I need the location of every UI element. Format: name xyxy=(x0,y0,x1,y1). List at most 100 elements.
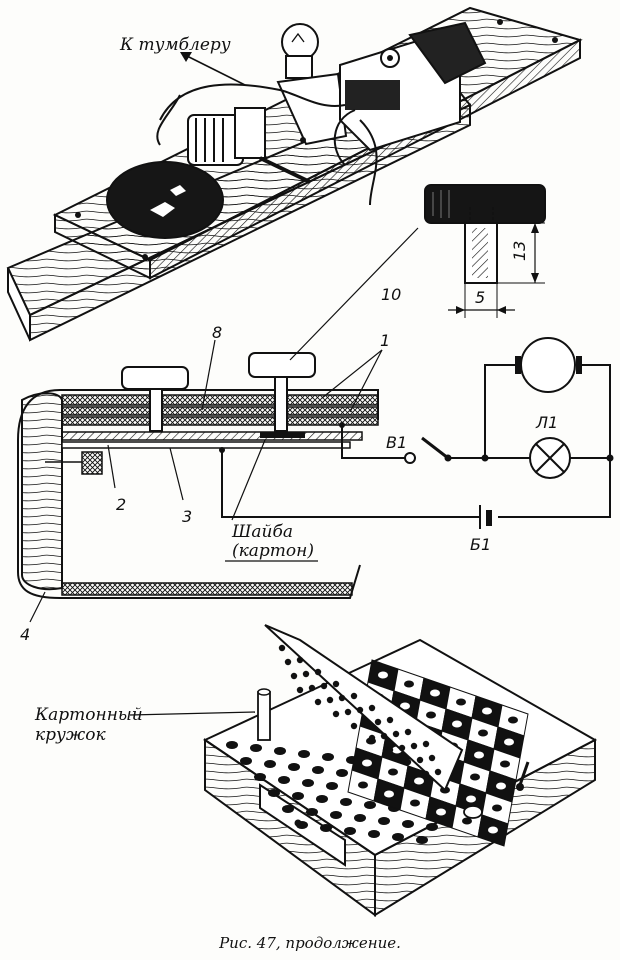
lid-hole xyxy=(278,644,286,652)
grid-hole xyxy=(368,830,380,838)
lid-hole xyxy=(416,756,424,764)
grid-hole xyxy=(316,795,328,803)
grid-hole xyxy=(240,757,252,765)
section-knob-left xyxy=(121,366,189,432)
grid-hole xyxy=(312,766,324,774)
lid-hole xyxy=(368,734,376,742)
lid-hole xyxy=(350,692,358,700)
switch-direction-label: К тумблеру xyxy=(119,35,231,55)
knob-cap xyxy=(424,184,546,224)
lid-hole xyxy=(410,742,418,750)
lid-hole xyxy=(344,708,352,716)
lid-hole xyxy=(374,718,382,726)
disc-label-line1: Картонный xyxy=(34,705,143,725)
lid-hole xyxy=(296,656,304,664)
toggle-switch xyxy=(518,761,530,786)
section-view: 8 10 1 2 3 4 Шайба (картон) xyxy=(17,227,419,644)
lid-hole xyxy=(284,658,292,666)
section-knob-right xyxy=(248,352,316,432)
circuit-diagram: В1 Л1 Б1 xyxy=(221,337,614,554)
knob-detail: 13 5 xyxy=(424,184,546,318)
lid-hole xyxy=(338,694,346,702)
figure-caption: Рис. 47, продолжение. xyxy=(218,934,401,952)
grid-hole xyxy=(226,741,238,749)
wood-wall xyxy=(21,392,63,591)
grid-hole xyxy=(282,805,294,813)
lid-hole xyxy=(362,720,370,728)
lid-hole xyxy=(350,722,358,730)
lid-hole xyxy=(308,684,316,692)
lid-hole xyxy=(422,770,430,778)
grid-hole xyxy=(268,789,280,797)
callout-3: 3 xyxy=(182,507,192,526)
dimension-width: 5 xyxy=(475,288,485,307)
panel-layer-top xyxy=(61,394,379,406)
lid-hole xyxy=(380,732,388,740)
grid-hole xyxy=(306,808,318,816)
lid-hole xyxy=(296,686,304,694)
grid-hole xyxy=(330,811,342,819)
grid-hole xyxy=(264,760,276,768)
callout-10: 10 xyxy=(381,285,401,304)
lamp-bulb xyxy=(276,23,348,146)
game-box-drawing: Картонный кружок xyxy=(34,624,598,917)
grid-hole xyxy=(274,747,286,755)
lid-hole xyxy=(404,758,412,766)
battery-label: Б1 xyxy=(470,535,491,554)
lamp-label: Л1 xyxy=(535,413,558,432)
grid-hole xyxy=(296,821,308,829)
grid-hole xyxy=(426,823,438,831)
callout-8: 8 xyxy=(212,323,222,342)
grid-hole xyxy=(288,763,300,771)
grid-hole xyxy=(378,817,390,825)
grid-hole xyxy=(364,801,376,809)
bottom-panel xyxy=(61,582,353,596)
motor-symbol xyxy=(520,337,576,393)
lid-hole xyxy=(422,740,430,748)
lid-hole xyxy=(332,710,340,718)
callout-2: 2 xyxy=(116,495,126,514)
grid-hole xyxy=(254,773,266,781)
lid-hole xyxy=(428,754,436,762)
grid-hole xyxy=(336,769,348,777)
disc-label-line2: кружок xyxy=(35,725,106,745)
lid-hole xyxy=(326,696,334,704)
washer-label-line2: (картон) xyxy=(232,541,314,561)
grid-hole xyxy=(298,750,310,758)
switch-blade xyxy=(421,436,449,460)
motor-board-drawing: К тумблеру xyxy=(6,6,583,342)
small-motor xyxy=(187,107,311,184)
lid-hole xyxy=(434,768,442,776)
dimension-height: 13 xyxy=(510,241,529,261)
contact-strip xyxy=(61,431,363,441)
grid-hole xyxy=(416,836,428,844)
grid-hole xyxy=(322,753,334,761)
callout-4: 4 xyxy=(20,625,30,644)
lid-hole xyxy=(320,682,328,690)
indicator-bulb xyxy=(463,805,483,819)
grid-hole xyxy=(302,779,314,787)
turntable-disc xyxy=(106,161,224,239)
lid-hole xyxy=(314,698,322,706)
lid-hole xyxy=(392,730,400,738)
lid-hole xyxy=(332,680,340,688)
grid-hole xyxy=(326,782,338,790)
lid-hole xyxy=(290,672,298,680)
lid-hole xyxy=(398,744,406,752)
battery-symbol xyxy=(486,510,492,526)
cardboard-disc xyxy=(257,691,271,741)
lid-hole xyxy=(404,728,412,736)
grid-hole xyxy=(340,798,352,806)
lid-hole xyxy=(368,704,376,712)
switch-label: В1 xyxy=(386,433,407,452)
grid-hole xyxy=(344,827,356,835)
grid-hole xyxy=(278,776,290,784)
lid-hole xyxy=(386,716,394,724)
callout-1: 1 xyxy=(380,331,390,350)
grid-hole xyxy=(250,744,262,752)
grid-hole xyxy=(354,814,366,822)
lid-hole xyxy=(356,706,364,714)
grid-hole xyxy=(320,824,332,832)
